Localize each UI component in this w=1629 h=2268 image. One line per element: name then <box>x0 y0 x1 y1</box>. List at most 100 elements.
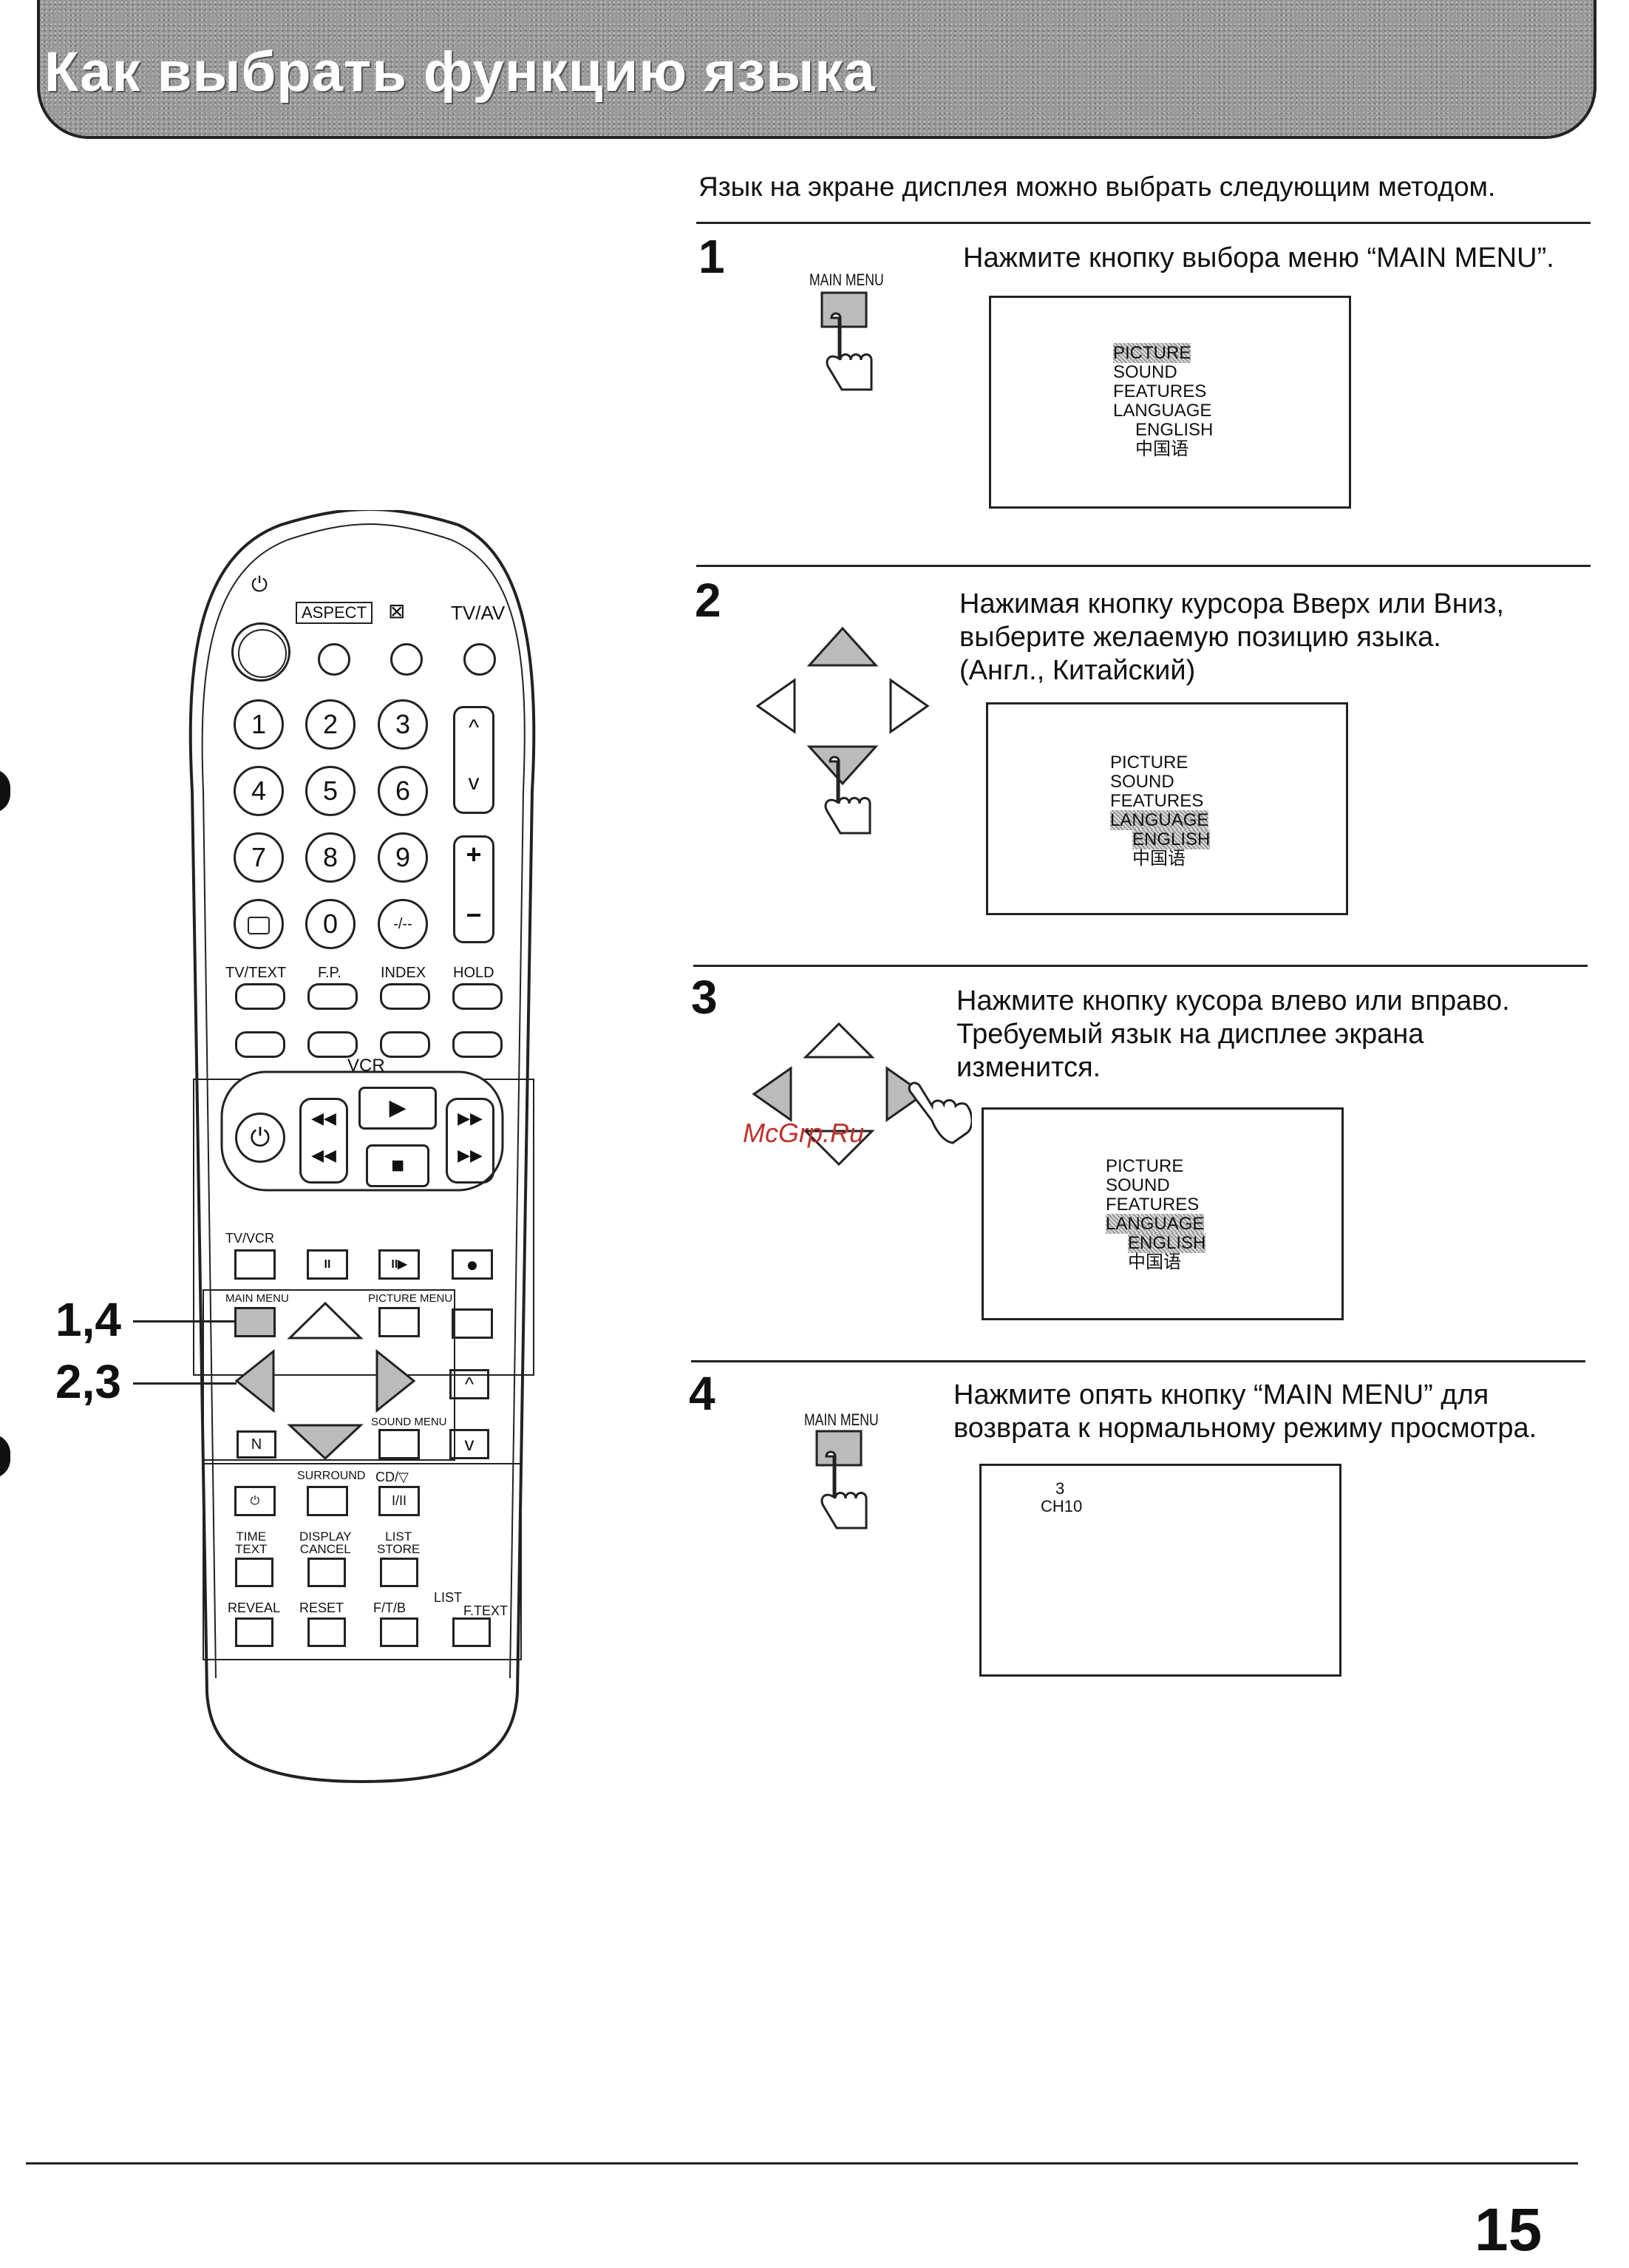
slow-button[interactable]: II▶ <box>378 1249 420 1280</box>
channel-down-icon[interactable]: v <box>468 770 480 795</box>
dual-button[interactable]: I/II <box>378 1486 420 1516</box>
time-text-button[interactable] <box>235 1558 273 1587</box>
main-menu-label: MAIN MENU <box>225 1292 289 1305</box>
index-label: INDEX <box>381 965 426 981</box>
digit-two-button[interactable]: 2 <box>305 699 356 750</box>
fast-forward-button[interactable]: ▶▶▶▶ <box>446 1098 494 1184</box>
hold-label: HOLD <box>453 965 494 981</box>
tv-screen-step-2: PICTURE SOUND FEATURES LANGUAGE ENGLISH … <box>986 702 1348 915</box>
pause-button[interactable]: II <box>307 1249 348 1280</box>
tv-screen-step-1: PICTURE SOUND FEATURES LANGUAGE ENGLISH … <box>989 296 1351 509</box>
surround-button[interactable] <box>307 1486 348 1516</box>
list-ftext-button[interactable] <box>452 1617 491 1647</box>
timer-button[interactable]: ⏻ <box>234 1486 276 1516</box>
display-cancel-button[interactable] <box>307 1558 346 1587</box>
reveal-button[interactable] <box>235 1617 273 1647</box>
menu-features: FEATURES <box>1113 381 1207 401</box>
teletext-button[interactable] <box>234 899 284 949</box>
teletext-icon <box>248 917 270 935</box>
menu-features: FEATURES <box>1110 791 1204 811</box>
index-button[interactable] <box>380 983 430 1010</box>
mute-icon: ⊠ <box>388 600 406 622</box>
step-3-text: Нажмите кнопку кусора влево или вправо.Т… <box>956 985 1510 1083</box>
ftb-label: F/T/B <box>373 1600 406 1615</box>
picture-menu-label: PICTURE MENU <box>368 1292 453 1305</box>
divider <box>696 565 1591 567</box>
power-button[interactable] <box>231 622 290 682</box>
stop-button[interactable]: ■ <box>366 1144 429 1187</box>
callout-line <box>133 1320 237 1323</box>
fp-label: F.P. <box>318 965 341 981</box>
watermark: McGrp.Ru <box>743 1118 865 1148</box>
menu-language: LANGUAGE <box>1106 1214 1205 1234</box>
digit-six-button[interactable]: 6 <box>378 766 428 816</box>
digit-zero-button[interactable]: 0 <box>305 899 356 949</box>
play-button[interactable]: ▶ <box>358 1087 437 1130</box>
green-button[interactable] <box>307 1031 358 1058</box>
channel-rocker[interactable]: ^ v <box>453 706 494 814</box>
menu-picture: PICTURE <box>1106 1156 1184 1176</box>
n-button[interactable]: N <box>237 1430 276 1459</box>
rewind-button[interactable]: ◀◀◀◀ <box>299 1098 348 1184</box>
digit-eight-button[interactable]: 8 <box>305 832 356 883</box>
tvav-button[interactable] <box>463 643 496 676</box>
vcr-label: VCR <box>347 1056 385 1076</box>
reset-button[interactable] <box>307 1617 346 1647</box>
digit-nine-button[interactable]: 9 <box>378 832 428 883</box>
step-3-number: 3 <box>691 971 718 1024</box>
digit-one-button[interactable]: 1 <box>234 699 284 750</box>
mute-button[interactable] <box>390 643 423 676</box>
tvtext-button[interactable] <box>235 983 285 1010</box>
volume-rocker[interactable]: + − <box>453 835 494 943</box>
picture-menu-button[interactable] <box>378 1307 420 1337</box>
divider <box>696 222 1591 224</box>
yellow-button[interactable] <box>380 1031 430 1058</box>
step-2-number: 2 <box>695 574 721 627</box>
callout-2-3: 2,3 <box>55 1355 121 1408</box>
aspect-button[interactable] <box>318 643 350 676</box>
vcr-power-button[interactable]: ⏻ <box>235 1113 285 1163</box>
volume-down-icon[interactable]: − <box>466 900 482 930</box>
record-button[interactable]: ● <box>452 1249 493 1280</box>
callout-1-4: 1,4 <box>55 1293 121 1346</box>
digit-five-button[interactable]: 5 <box>305 766 356 816</box>
step-1-text: Нажмите кнопку выбора меню “MAIN MENU”. <box>963 242 1554 274</box>
tvvcr-button[interactable] <box>234 1249 276 1280</box>
tv-screen-step-3: PICTURE SOUND FEATURES LANGUAGE ENGLISH … <box>982 1107 1344 1320</box>
intro-text: Язык на экране дисплея можно выбрать сле… <box>698 172 1496 202</box>
ftb-button[interactable] <box>380 1617 418 1647</box>
dash-button[interactable]: -/-- <box>378 899 428 949</box>
up-button[interactable]: ^ <box>449 1369 489 1399</box>
menu-chinese: 中国语 <box>1132 849 1186 869</box>
tvtext-label: TV/TEXT <box>225 965 287 981</box>
press-hand-icon <box>820 291 873 391</box>
cursor-pad-leftright-icon <box>752 1022 972 1167</box>
digit-seven-button[interactable]: 7 <box>234 832 284 883</box>
channel-up-icon[interactable]: ^ <box>468 716 480 740</box>
cursor-pad-icon[interactable] <box>229 1300 429 1462</box>
blue-button[interactable] <box>452 1031 503 1058</box>
menu-english: ENGLISH <box>1135 420 1214 440</box>
menu-chinese: 中国语 <box>1135 439 1188 459</box>
list-store-button[interactable] <box>380 1558 418 1587</box>
down-button[interactable]: v <box>449 1429 489 1459</box>
step-1-number: 1 <box>698 230 725 283</box>
step-2-text: Нажимая кнопку курсора Вверх или Вниз,вы… <box>959 588 1504 686</box>
digit-four-button[interactable]: 4 <box>234 766 284 816</box>
sound-menu-button[interactable] <box>378 1429 420 1459</box>
menu-picture: PICTURE <box>1110 753 1188 773</box>
digit-three-button[interactable]: 3 <box>378 699 428 750</box>
red-button[interactable] <box>235 1031 285 1058</box>
cursor-pad-updown-icon <box>755 626 930 835</box>
surround-label: SURROUND <box>297 1470 366 1482</box>
blank-button[interactable] <box>452 1308 493 1339</box>
volume-up-icon[interactable]: + <box>466 839 482 869</box>
hold-button[interactable] <box>452 983 503 1010</box>
menu-sound: SOUND <box>1113 362 1177 382</box>
fp-button[interactable] <box>307 983 358 1010</box>
power-symbol: ⏻ <box>251 573 268 596</box>
step-4-number: 4 <box>689 1367 715 1420</box>
